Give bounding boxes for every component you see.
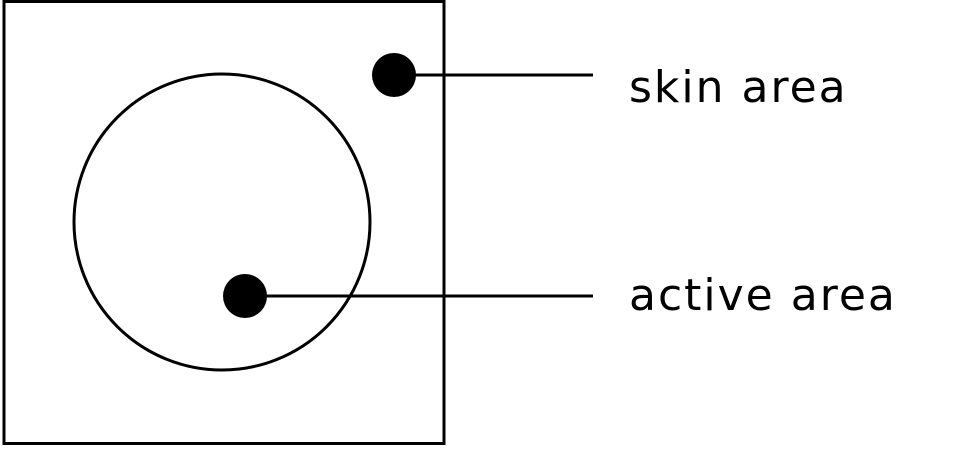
skin-area-label: skin area	[629, 62, 848, 113]
active-area-marker	[223, 274, 267, 318]
outer-square	[2, 0, 446, 445]
active-area-label: active area	[629, 270, 897, 321]
active-area-circle	[72, 72, 372, 372]
skin-area-marker	[372, 53, 416, 97]
